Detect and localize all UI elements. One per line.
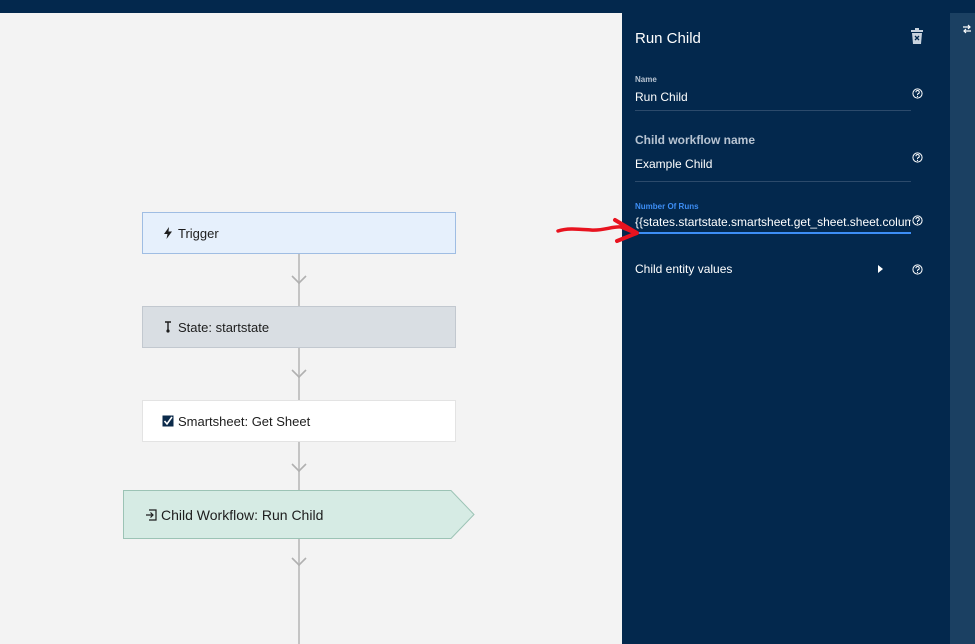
annotation-arrow [556, 218, 639, 243]
child-workflow-field[interactable]: Child workflow name Example Child [635, 133, 911, 182]
trash-icon[interactable] [910, 28, 924, 44]
field-underline [635, 181, 911, 182]
help-icon[interactable] [912, 215, 923, 226]
node-smartsheet[interactable]: Smartsheet: Get Sheet [142, 400, 456, 442]
node-label: State: startstate [178, 319, 270, 335]
number-of-runs-field[interactable]: Number Of Runs {{states.startstate.smart… [635, 202, 911, 234]
help-icon[interactable] [912, 264, 923, 275]
state-icon [160, 319, 176, 335]
smartsheet-icon [160, 413, 176, 429]
help-icon[interactable] [912, 88, 923, 99]
lightning-icon [160, 225, 176, 241]
chevron-down-icon [291, 275, 307, 285]
node-label: Child Workflow: Run Child [161, 506, 324, 523]
chevron-down-icon [291, 557, 307, 567]
node-child-workflow[interactable]: Child Workflow: Run Child [123, 490, 475, 539]
child-workflow-icon [143, 507, 159, 523]
node-label: Trigger [178, 225, 219, 241]
caret-right-icon[interactable] [878, 265, 883, 273]
child-workflow-label: Child workflow name [635, 133, 756, 147]
swap-icon[interactable] [962, 24, 972, 34]
name-label: Name [635, 75, 657, 84]
node-trigger[interactable]: Trigger [142, 212, 456, 254]
top-bar [0, 0, 975, 13]
properties-panel: Run Child Name Run Child Child workflow … [622, 13, 950, 644]
name-value[interactable]: Run Child [635, 90, 688, 104]
chevron-down-icon [291, 463, 307, 473]
number-of-runs-label: Number Of Runs [635, 202, 699, 211]
panel-title: Run Child [635, 30, 701, 47]
field-underline-active [635, 232, 911, 234]
connector-line [298, 348, 300, 400]
chevron-down-icon [291, 369, 307, 379]
connector-line [298, 442, 300, 490]
connector-line [298, 254, 300, 306]
node-state[interactable]: State: startstate [142, 306, 456, 348]
side-rail [950, 13, 975, 644]
number-of-runs-input[interactable]: {{states.startstate.smartsheet.get_sheet… [635, 215, 911, 229]
child-workflow-value[interactable]: Example Child [635, 157, 713, 171]
node-label: Smartsheet: Get Sheet [178, 413, 311, 429]
help-icon[interactable] [912, 152, 923, 163]
name-field[interactable]: Name Run Child [635, 75, 911, 111]
node-shape [123, 490, 475, 539]
field-underline [635, 110, 911, 111]
child-entity-values[interactable]: Child entity values [635, 262, 733, 276]
connector-line [298, 539, 300, 644]
